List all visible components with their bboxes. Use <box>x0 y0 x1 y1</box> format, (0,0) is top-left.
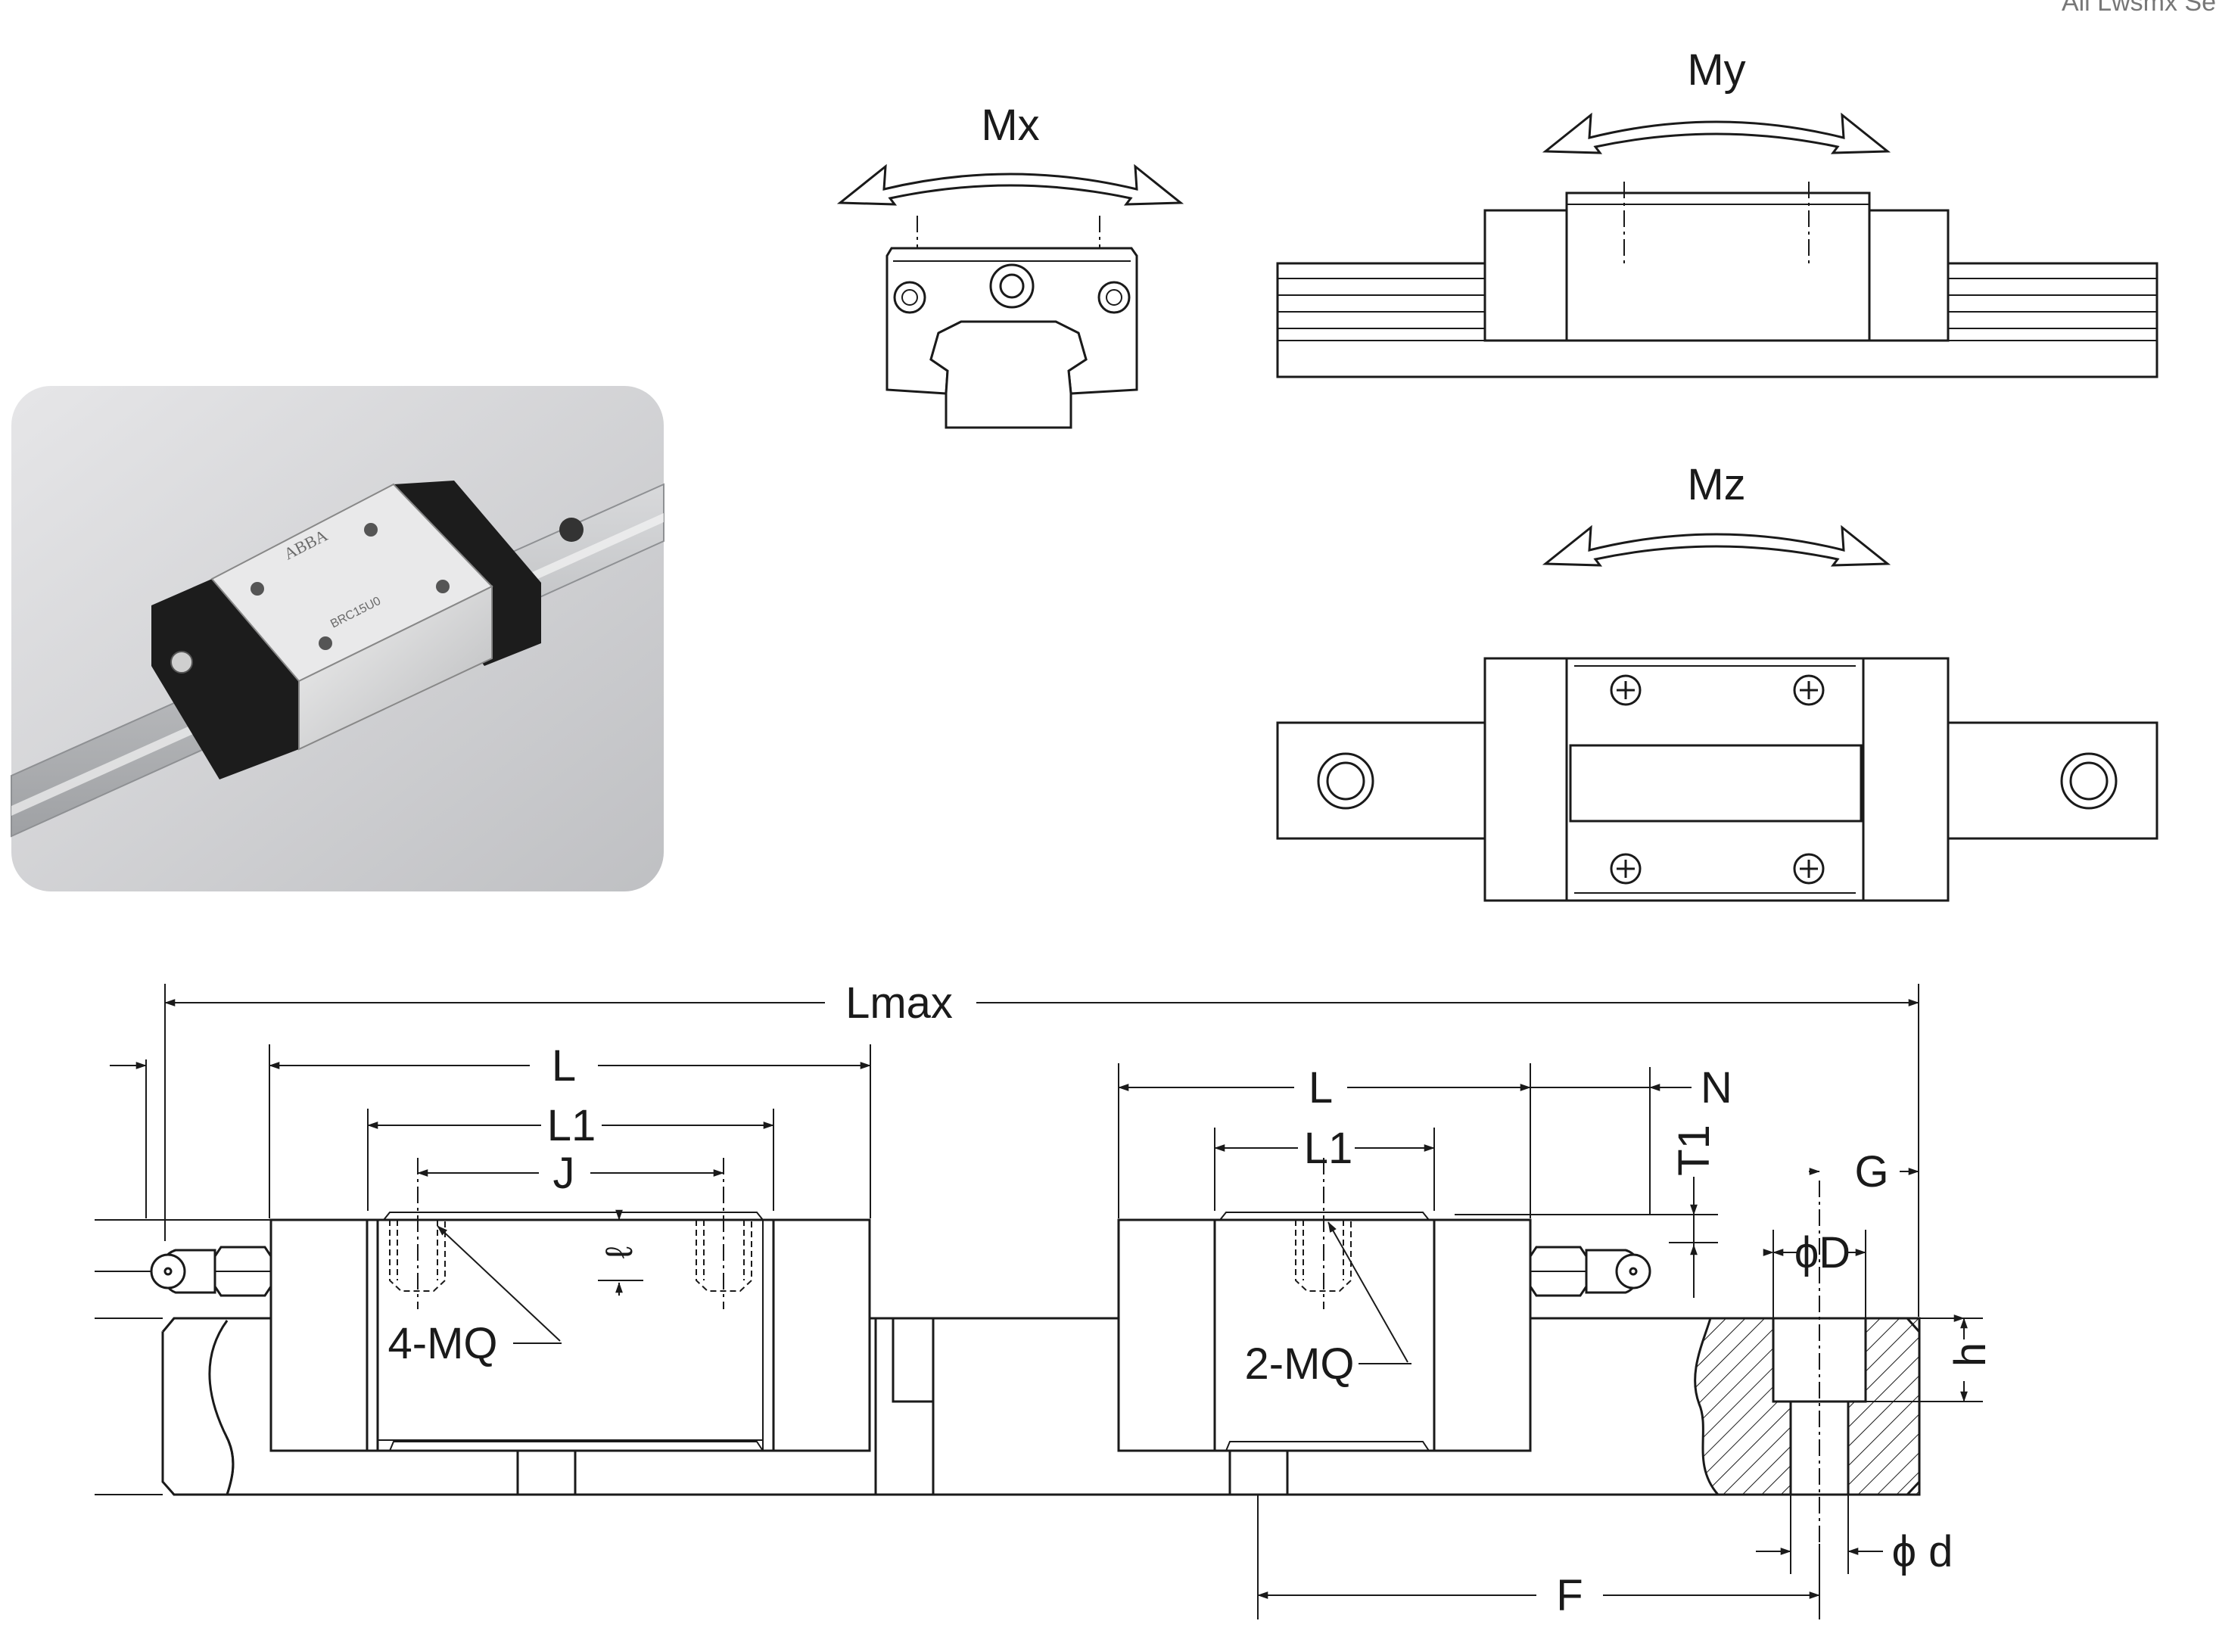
left-carriage <box>150 1158 871 1452</box>
four-mq-label: 4-MQ <box>388 1319 498 1368</box>
header-text: All Lwsmx Se <box>2062 0 2216 17</box>
dimension-drawing: Lmax L L1 J ℓ 4-MQ L N L1 <box>95 978 1995 1620</box>
my-arrow <box>1542 112 1891 154</box>
right-l1-label: L1 <box>1304 1124 1353 1173</box>
hole-diameter-label: ϕ d <box>1892 1527 1953 1576</box>
product-photo: ABBA BRC15U0 <box>11 386 664 891</box>
left-l1-label: L1 <box>547 1101 596 1150</box>
right-l-label: L <box>1309 1063 1333 1112</box>
mx-arrow <box>836 163 1184 206</box>
n-label: N <box>1701 1063 1732 1112</box>
bore-diameter-label: ϕD <box>1794 1228 1850 1277</box>
two-mq-label: 2-MQ <box>1245 1339 1355 1389</box>
my-moment-view: My <box>1276 45 2158 378</box>
mx-moment-view: Mx <box>836 101 1184 429</box>
right-carriage <box>1117 1158 1651 1452</box>
mz-mounting-screws <box>1610 674 1825 885</box>
mz-moment-view: Mz <box>1276 460 2158 902</box>
t1-label: T1 <box>1670 1125 1719 1176</box>
mx-rail-profile <box>929 320 1088 429</box>
g-label: G <box>1854 1147 1888 1196</box>
j-label: J <box>553 1149 575 1198</box>
lmax-label: Lmax <box>845 978 953 1028</box>
extension-lines <box>95 984 1983 1619</box>
thread-depth-label: ℓ <box>598 1246 640 1258</box>
mz-label: Mz <box>1687 460 1745 509</box>
h-label: h <box>1946 1342 1995 1367</box>
left-l-label: L <box>552 1041 576 1090</box>
my-label: My <box>1687 45 1745 95</box>
mz-arrow <box>1542 524 1891 567</box>
mx-label: Mx <box>981 101 1039 150</box>
f-label: F <box>1556 1571 1583 1620</box>
